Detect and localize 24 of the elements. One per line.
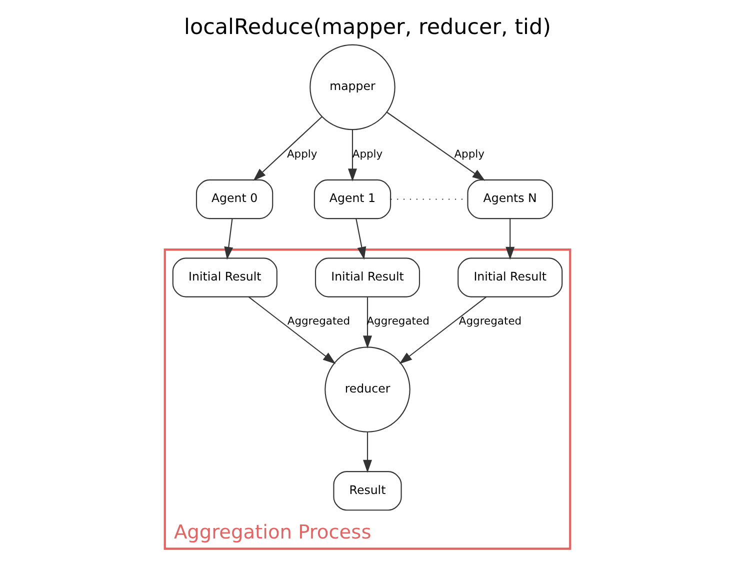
node-circle: reducer [324, 346, 410, 432]
node-box: Agent 1 [313, 179, 391, 220]
edge-label: Apply [454, 147, 484, 160]
arrow [355, 218, 366, 260]
node-circle: mapper [309, 44, 395, 130]
arrow [252, 116, 322, 181]
node-box: Initial Result [314, 258, 420, 298]
node-box: Initial Result [457, 258, 562, 298]
node-box: Initial Result [172, 258, 277, 298]
arrow [386, 112, 485, 181]
node-box: Agent 0 [195, 179, 273, 220]
arrow [224, 218, 233, 260]
node-box: Agents N [466, 179, 552, 220]
arrow [362, 432, 372, 473]
arrow [505, 218, 514, 260]
edge-label: Apply [286, 147, 317, 160]
arrow [347, 130, 356, 182]
arrow [398, 296, 486, 364]
edge-label: Aggregated [458, 314, 522, 328]
edge-label: Aggregated [286, 314, 350, 328]
node-box: Result [332, 471, 402, 511]
diagram-title: localReduce(mapper, reducer, tid) [184, 15, 550, 40]
arrow [362, 297, 372, 348]
arrow [248, 296, 336, 364]
